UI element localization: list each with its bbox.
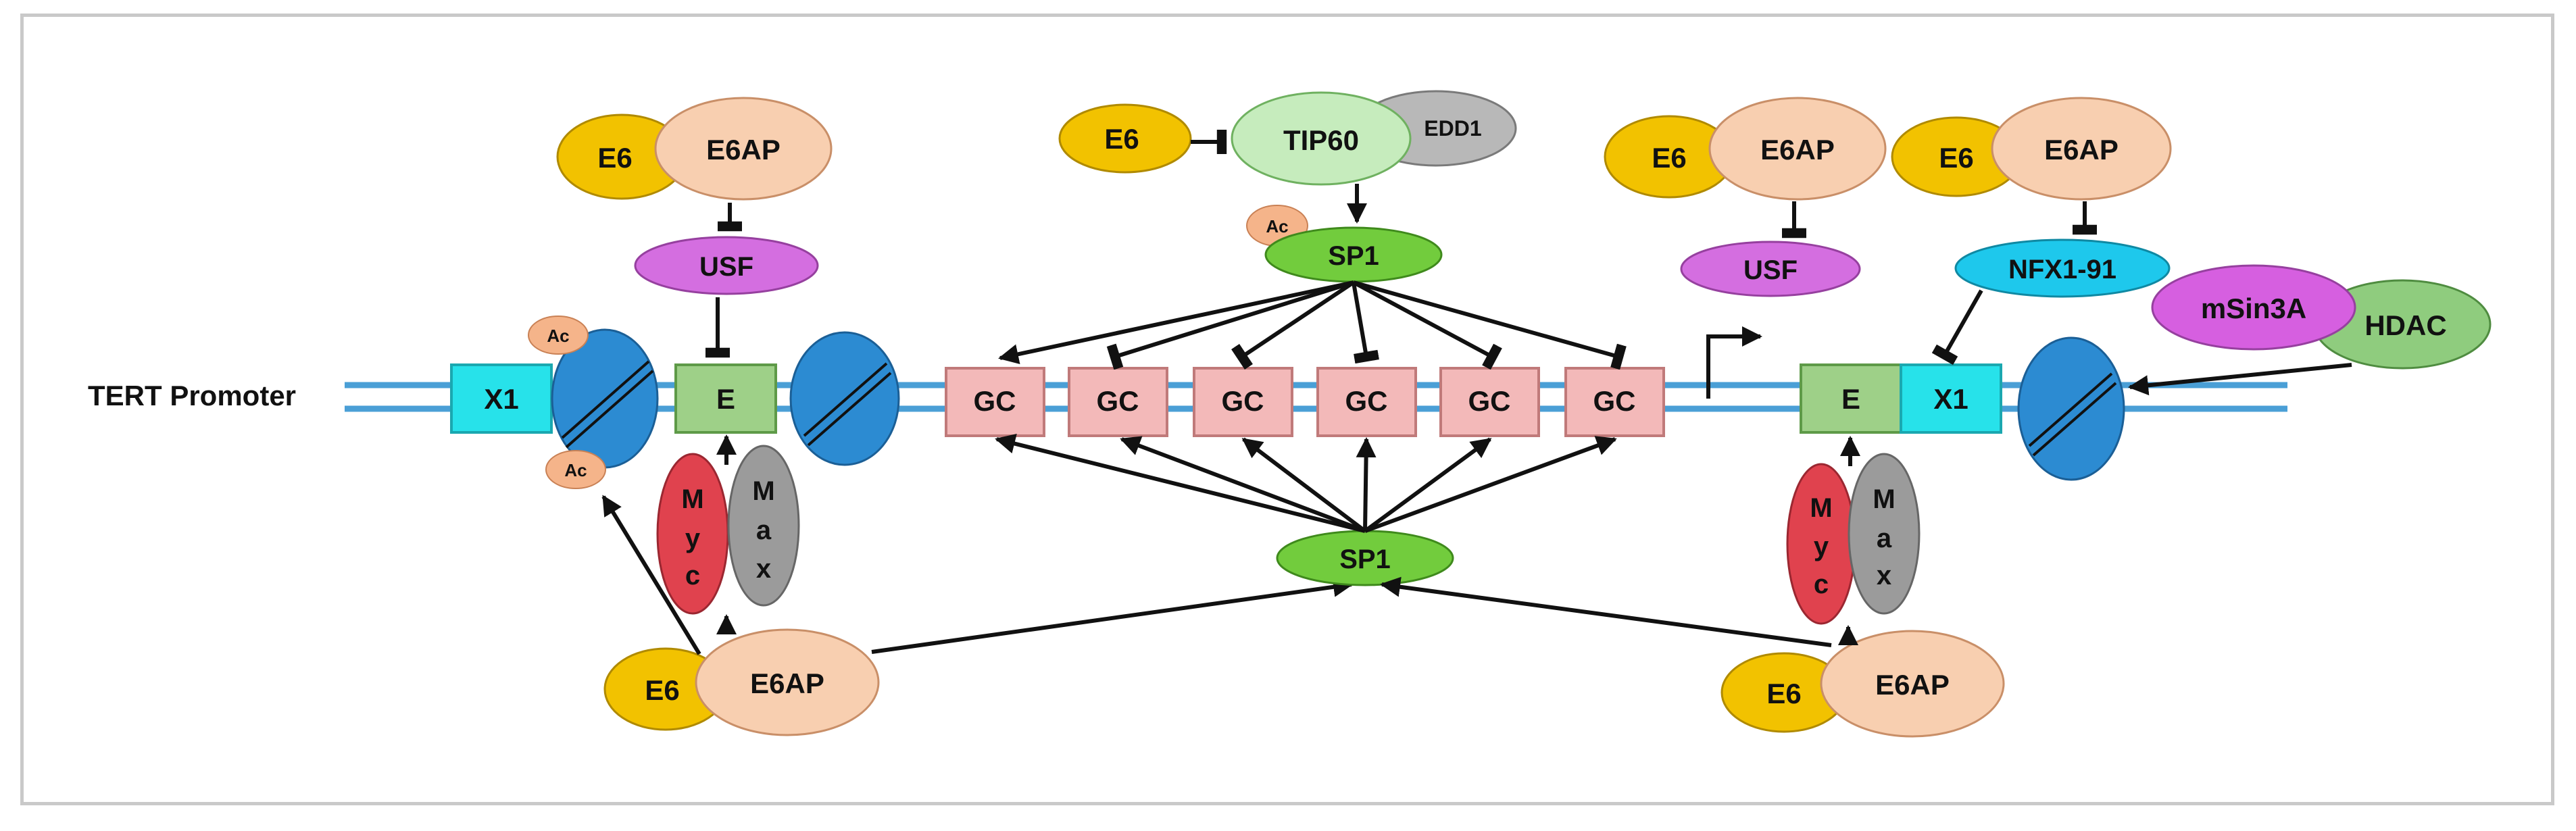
e6-label: E6	[1104, 123, 1139, 155]
msin3a: mSin3A	[2151, 264, 2356, 351]
tip60-label: TIP60	[1283, 124, 1359, 156]
myc-letter: M	[681, 484, 703, 514]
max-letter: a	[756, 515, 772, 545]
e-box-right: E	[1800, 363, 1902, 434]
gc-label: GC	[1345, 385, 1388, 417]
nucleosome-right	[2017, 336, 2125, 481]
e6-label: E6	[1766, 678, 1801, 709]
e6-label: E6	[1652, 142, 1686, 174]
e6ap-label: E6AP	[2044, 134, 2119, 166]
max-letter: M	[1873, 484, 1895, 514]
gc-box: GC	[1316, 367, 1417, 437]
ac-label: Ac	[564, 460, 587, 480]
sp1-label: SP1	[1328, 241, 1379, 271]
tip60: TIP60	[1231, 91, 1412, 186]
usf-label: USF	[699, 252, 753, 282]
max-letter: a	[1877, 524, 1892, 553]
gc-box: GC	[1193, 367, 1293, 437]
arrow-e6ap-sp1-right	[1380, 576, 1832, 647]
e-box-label-left: E	[716, 383, 735, 415]
e-box-label-right: E	[1841, 383, 1860, 415]
myc-letter: y	[685, 524, 701, 553]
nucleosome-left	[551, 328, 659, 469]
gc-label: GC	[1097, 385, 1139, 417]
transcription-start-arrow	[1706, 326, 1762, 399]
e6-e6ap-complex-bottom-left: E6 E6AP	[603, 628, 880, 736]
e-box-left: E	[674, 363, 777, 434]
myc-letter: M	[1810, 493, 1832, 523]
e6-e6ap-complex-top-right-1: E6 E6AP	[1604, 97, 1887, 201]
nfx1-label: NFX1-91	[2008, 255, 2116, 284]
max-left: M a x	[727, 445, 800, 607]
promoter-label: TERT Promoter	[88, 380, 296, 411]
gc-box: GC	[1564, 367, 1665, 437]
ac-label: Ac	[547, 326, 569, 346]
arrow-e6ap-sp1-left	[871, 576, 1354, 654]
arrow-hdac-nucleosome	[2128, 363, 2352, 396]
usf-left: USF	[634, 236, 819, 295]
ac-badge-lower-left: Ac	[545, 450, 606, 489]
e6-e6ap-complex-bottom-right: E6 E6AP	[1720, 630, 2005, 738]
gc-box: GC	[1439, 367, 1540, 437]
e6-e6ap-complex-top-left: E6 E6AP	[556, 97, 833, 201]
max-right: M a x	[1848, 453, 1921, 615]
e6-label: E6	[597, 142, 632, 174]
nfx1-91: NFX1-91	[1954, 238, 2171, 298]
gc-label: GC	[1593, 385, 1636, 417]
e6-e6ap-complex-top-right-2: E6 E6AP	[1891, 97, 2172, 201]
gc-box: GC	[1068, 367, 1168, 437]
ac-label: Ac	[1266, 216, 1288, 236]
max-letter: x	[756, 554, 771, 584]
figure-border	[20, 14, 2554, 805]
e6ap-label: E6AP	[750, 668, 824, 699]
myc-right: M y c	[1786, 463, 1856, 625]
myc-letter: c	[1814, 570, 1829, 599]
sp1-bottom: SP1	[1276, 530, 1454, 586]
e6ap-label: E6AP	[1875, 669, 1950, 701]
hdac-label: HDAC	[2364, 309, 2446, 341]
edd1-label: EDD1	[1424, 116, 1481, 141]
arrow-e6ap-ac-left	[601, 495, 701, 655]
max-letter: M	[752, 476, 774, 506]
gc-label: GC	[1468, 385, 1511, 417]
e6-center: E6	[1058, 103, 1192, 174]
x1-label-left: X1	[484, 383, 518, 415]
x1-box-left: X1	[450, 363, 553, 434]
x1-box-right: X1	[1900, 363, 2002, 434]
e6-label: E6	[1939, 142, 1973, 174]
usf-label: USF	[1743, 255, 1798, 285]
gc-label: GC	[974, 385, 1016, 417]
myc-letter: c	[685, 561, 700, 590]
gc-box: GC	[945, 367, 1045, 437]
gc-label: GC	[1222, 385, 1264, 417]
sp1-label: SP1	[1339, 545, 1391, 574]
nucleosome-left-2	[789, 331, 900, 466]
usf-right: USF	[1680, 241, 1861, 297]
x1-label-right: X1	[1933, 383, 1968, 415]
myc-left: M y c	[656, 453, 729, 615]
e6ap-label: E6AP	[1760, 134, 1835, 166]
msin3a-label: mSin3A	[2201, 293, 2306, 324]
inhibit-nfx1-x1	[1931, 289, 1983, 366]
e6ap-label: E6AP	[706, 134, 781, 166]
sp1-bottom-activations	[995, 433, 1617, 533]
sp1-top-inhibitions	[998, 280, 1627, 370]
sp1-top: SP1	[1264, 226, 1443, 283]
myc-letter: y	[1814, 532, 1829, 561]
max-letter: x	[1877, 561, 1891, 590]
ac-badge-upper-left: Ac	[528, 316, 589, 355]
e6-label: E6	[645, 674, 679, 706]
